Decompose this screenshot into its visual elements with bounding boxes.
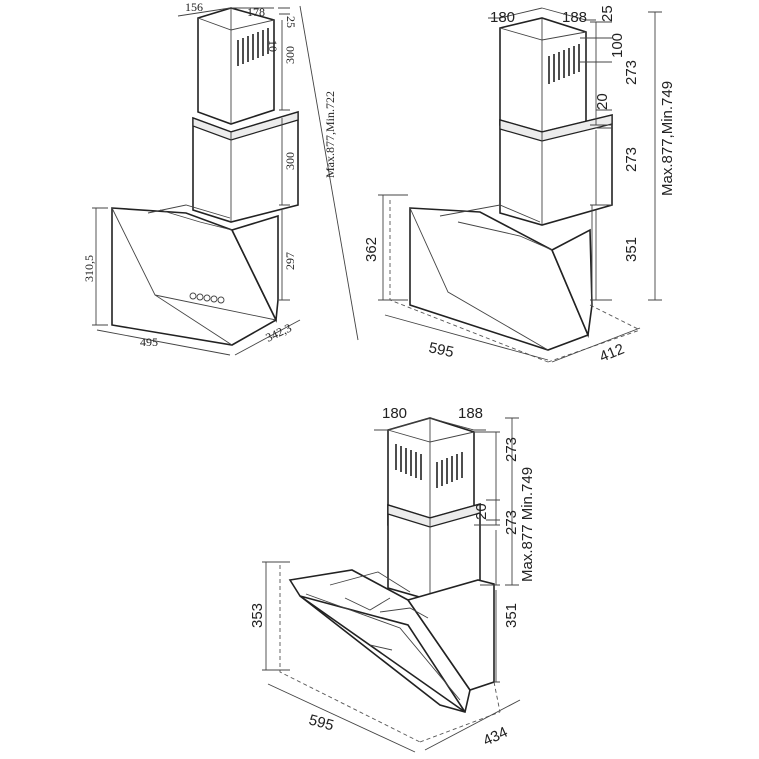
hood-2-dim-top-small: 25 [599,5,616,22]
hood-2-dim-upper-height: 273 [623,60,640,85]
hood-3-dim-top-depth: 188 [458,405,483,422]
hood-2-dim-middle-height: 273 [623,147,640,172]
hood-3-vent-icon-right [436,452,463,488]
hood-3-dim-total: Max.877 Min.749 [519,467,536,582]
hood-2-dim-top-depth: 188 [562,9,587,26]
hood-3-vent-icon-left [395,444,422,480]
hood-3-dim-depth: 434 [481,724,511,750]
hood-2-drawing [378,7,662,363]
hood-3-dim-upper-height: 273 [503,437,520,462]
hood-3-dim-back-height: 351 [503,603,520,628]
hood-3-drawing [262,417,521,753]
hood-3-dim-body-height: 353 [249,603,266,628]
hood-2-dim-total: Max.877,Min.749 [659,81,676,196]
hood-2-dim-body-height: 362 [363,237,380,262]
hood-1-dim-upper-height: 300 [283,46,297,64]
hood-1-control-panel [189,292,225,304]
hood-1-vent-icon [237,28,269,66]
hood-3-dim-width: 595 [307,711,336,734]
hood-3-dim-top-width: 180 [382,405,407,422]
hood-2-dim-width: 595 [427,339,455,361]
hood-3-dim-middle-height: 273 [503,510,520,535]
hood-2-dim-back-height: 351 [623,237,640,262]
hood-1-dim-width: 495 [140,335,158,349]
hood-1-dim-body-height: 310,5 [82,255,96,282]
hood-2-dim-depth: 412 [597,341,627,366]
hood-1-dim-total: Max.877,Min.722 [323,91,337,178]
hood-1-dim-top-width: 156 [185,0,203,14]
hood-2-dim-top-width: 180 [490,9,515,26]
hood-2-chimney-upper [499,17,587,138]
hood-2-vent-icon [548,44,580,84]
hood-1-drawing [92,5,359,356]
hood-1-dim-top-depth: 178 [247,5,265,19]
hood-1-dim-back-height: 297 [283,252,297,270]
hood-1-chimney-upper [197,7,275,125]
hood-2-dim-gap: 20 [594,93,611,110]
hood-1-dim-top-small: 25 [284,16,298,28]
hood-3-dim-gap: 20 [473,503,490,520]
hood-2-body [409,207,590,351]
hood-1-dim-vent: 10 [266,40,280,52]
hood-1-dim-middle-height: 300 [283,152,297,170]
hood-2-dim-vent: 100 [609,33,626,58]
